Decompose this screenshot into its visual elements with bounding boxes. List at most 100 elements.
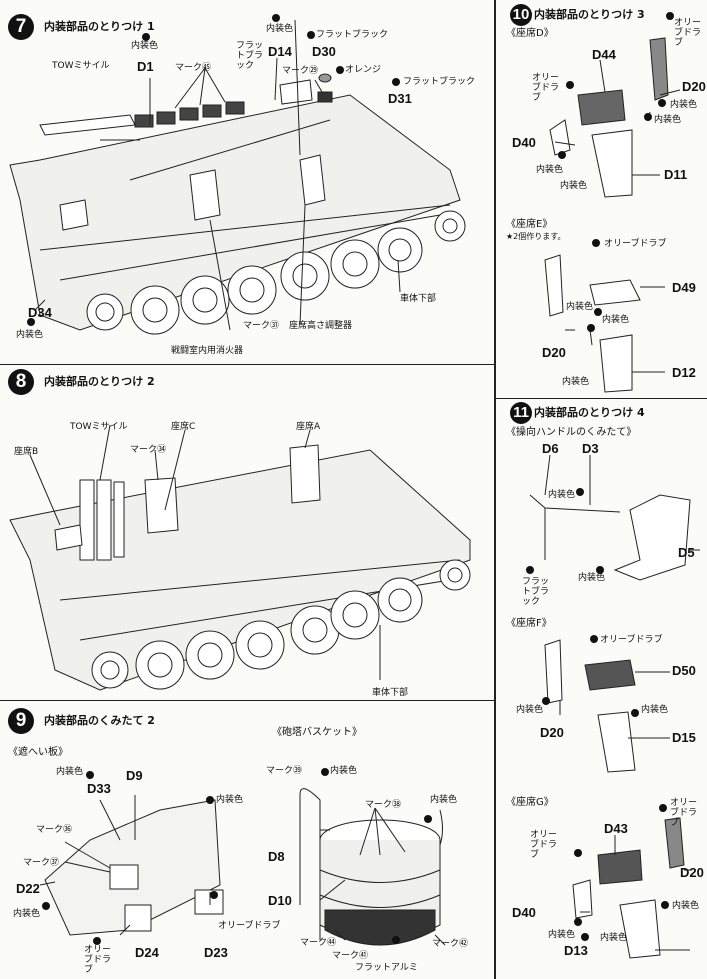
step10-olive-drab-e-label: オリーブドラブ [604, 239, 667, 249]
step11-steering-drawing [529, 454, 700, 581]
step9-part-d24: D24 [135, 945, 159, 960]
step11-number-badge: 11 [510, 402, 532, 424]
step7-interior-color-d1-label: 内装色 [131, 41, 159, 51]
step8-mark34-label: マーク㉞ [130, 445, 167, 455]
step10-part-d11: D11 [664, 167, 688, 182]
step7-hull-drawing [9, 19, 466, 335]
step8-hull-drawing [9, 424, 471, 691]
step10-interior-color-1-label: 内装色 [670, 100, 698, 110]
step10-interior-color-d11-label: 内装色 [560, 181, 588, 191]
step9-mark37-label: マーク㊲ [23, 858, 60, 868]
step9-part-d9: D9 [126, 768, 143, 783]
step10-interior-color-2-label: 内装色 [654, 115, 682, 125]
step11-seat-g-drawing [572, 817, 690, 959]
step11-interior-color-g3-label: 内装色 [600, 933, 628, 943]
step7-flat-black-d30-label: フラットブラック [316, 30, 389, 40]
vertical-divider [494, 0, 496, 979]
step11-seat-g-heading: 《座席G》 [506, 797, 554, 808]
step7-number-badge: 7 [8, 14, 34, 40]
step11-olive-drab-g2-label: オリーブドラブ [530, 830, 558, 860]
step10-seat-e-drawing [544, 254, 665, 393]
step8-seat-c-label: 座席C [171, 422, 196, 432]
step9-flat-aluminum-label: フラットアルミ [355, 963, 418, 973]
step8-hull-lower-label: 車体下部 [372, 688, 409, 698]
step9-part-d33: D33 [87, 781, 111, 796]
step7-part-d14: D14 [268, 44, 292, 59]
step9-interior-color-top-label: 内装色 [56, 767, 84, 777]
step11-interior-color-g1-label: 内装色 [672, 901, 700, 911]
divider-step7-8 [0, 364, 494, 365]
step9-basket-drawing [299, 788, 446, 946]
step8-title: 内装部品のとりつけ 2 [44, 375, 155, 388]
step7-mark29-label: マーク㉙ [282, 66, 319, 76]
step10-part-d20: D20 [682, 79, 706, 94]
step10-interior-color-e2-label: 内装色 [602, 315, 630, 325]
step10-seat-e-heading: 《座席E》 [506, 219, 553, 230]
step11-seat-f-heading: 《座席F》 [506, 618, 552, 629]
step7-orange-label: オレンジ [345, 65, 382, 75]
step9-mark36-label: マーク㊱ [36, 825, 73, 835]
step9-interior-color-d22-label: 内装色 [13, 909, 41, 919]
step9-title: 内装部品のくみたて 2 [44, 714, 155, 727]
step9-mark44-label: マーク㊹ [300, 938, 337, 948]
step10-olive-drab-top-label: オリーブドラブ [674, 18, 702, 48]
step10-interior-color-e3-label: 内装色 [562, 377, 590, 387]
step10-part-d40: D40 [512, 135, 536, 150]
step11-interior-color-d5-label: 内装色 [578, 573, 606, 583]
step10-part-d20-e: D20 [542, 345, 566, 360]
step10-title: 内装部品のとりつけ 3 [534, 8, 645, 21]
step9-interior-color-right-label: 内装色 [216, 795, 244, 805]
step11-interior-color-f2-label: 内装色 [641, 705, 669, 715]
step9-part-d8: D8 [268, 849, 285, 864]
step9-interior-color-basket-label: 内装色 [330, 766, 358, 776]
step9-shield-drawing [39, 795, 224, 936]
step11-interior-color-s-label: 内装色 [548, 490, 576, 500]
step10-part-d44: D44 [592, 47, 616, 62]
step11-part-d50: D50 [672, 663, 696, 678]
step9-part-d23: D23 [204, 945, 228, 960]
step11-part-d43: D43 [604, 821, 628, 836]
step11-part-d15: D15 [672, 730, 696, 745]
paint-dots [27, 12, 674, 945]
step8-seat-a-label: 座席A [296, 422, 321, 432]
step7-mark45-label: マーク㊺ [175, 63, 212, 73]
step7-tow-missile-label: TOWミサイル [52, 61, 110, 71]
step11-olive-drab-f-label: オリーブドラブ [600, 635, 663, 645]
step7-hull-lower-label: 車体下部 [400, 294, 437, 304]
step11-seat-f-drawing [544, 639, 670, 773]
step11-part-d6: D6 [542, 441, 559, 456]
step11-flat-black-label: フラットブラック [522, 577, 550, 607]
step7-part-d30: D30 [312, 44, 336, 59]
step10-part-d49: D49 [672, 280, 696, 295]
divider-step10-11 [496, 398, 707, 399]
step11-title: 内装部品のとりつけ 4 [534, 406, 645, 419]
step11-part-d20-f: D20 [540, 725, 564, 740]
step7-title: 内装部品のとりつけ 1 [44, 20, 155, 33]
step9-part-d22: D22 [16, 881, 40, 896]
step11-part-d40-g: D40 [512, 905, 536, 920]
step7-part-d31: D31 [388, 91, 412, 106]
step8-seat-b-label: 座席B [14, 447, 39, 457]
step9-mark41-label: マーク㊶ [332, 951, 369, 961]
step9-olive-drab-label: オリーブドラブ [84, 945, 112, 975]
step7-part-d1: D1 [137, 59, 154, 74]
step10-interior-color-e1-label: 内装色 [566, 302, 594, 312]
step8-number-badge: 8 [8, 369, 34, 395]
step10-number-badge: 10 [510, 4, 532, 26]
step7-flat-black-d31-label: フラットブラック [403, 77, 476, 87]
step11-steering-heading: 《操向ハンドルのくみたて》 [506, 427, 637, 438]
step9-number-badge: 9 [8, 708, 34, 734]
divider-step8-9 [0, 700, 494, 701]
step10-interior-color-3-label: 内装色 [536, 165, 564, 175]
step9-basket-subtitle: 《砲塔バスケット》 [272, 727, 362, 738]
step7-interior-color-d34-label: 内装色 [16, 330, 44, 340]
step11-part-d3: D3 [582, 441, 599, 456]
step10-seat-d-heading: 《座席D》 [506, 28, 554, 39]
step9-mark38-label: マーク㊳ [365, 800, 402, 810]
step11-interior-color-g2-label: 内装色 [548, 930, 576, 940]
step9-mark42-label: マーク㊷ [432, 939, 469, 949]
step7-interior-color-d14-label: 内装色 [266, 24, 294, 34]
step10-olive-drab-left-label: オリーブドラブ [532, 73, 560, 103]
